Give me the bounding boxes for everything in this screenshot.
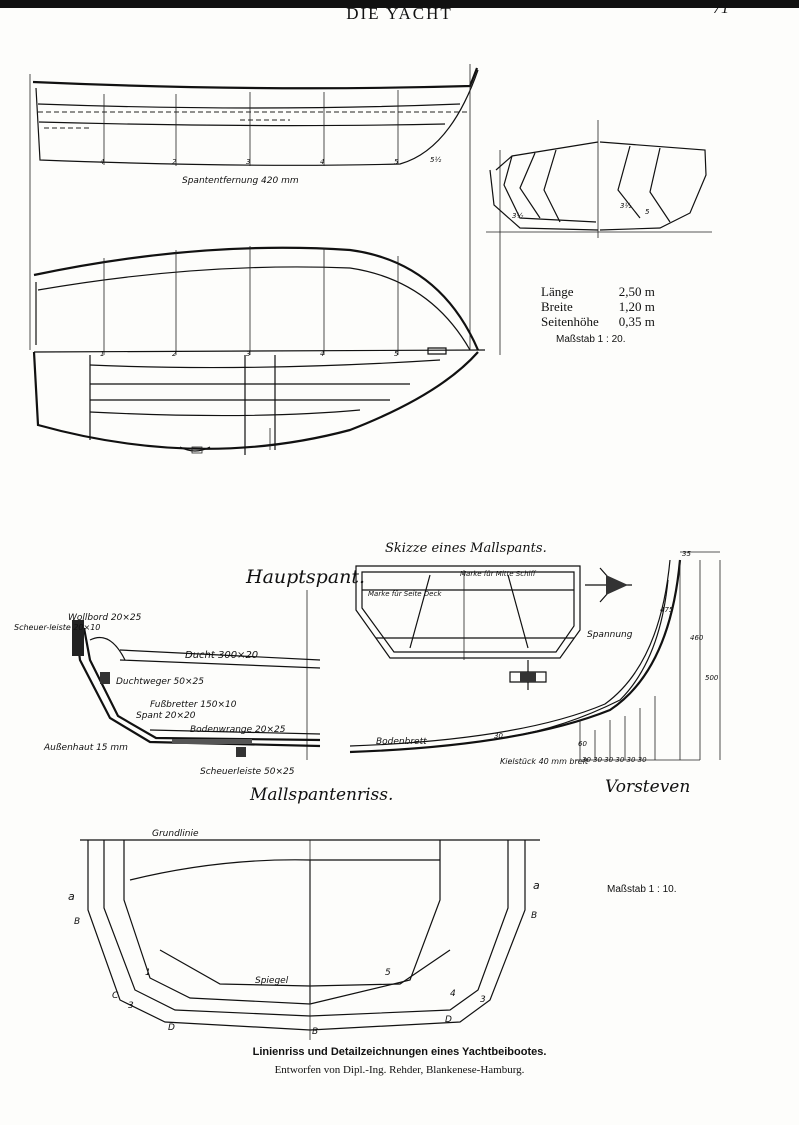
spec-row: Seitenhöhe 0,35 m bbox=[541, 314, 661, 329]
page-number: 71 bbox=[713, 0, 729, 17]
dim-label: 475 bbox=[660, 606, 674, 614]
vorsteven-detail: 35 475 460 500 30 60 30 30 30 30 30 30 S… bbox=[349, 550, 721, 797]
dim-label: 60 bbox=[578, 740, 587, 748]
frame-spacing-label: Spantentfernung 420 mm bbox=[182, 176, 299, 186]
duchtweger-label: Duchtweger 50×25 bbox=[116, 677, 204, 687]
specs-table: Länge 2,50 m Breite 1,20 m Seitenhöhe 0,… bbox=[541, 284, 661, 329]
mark-b: B bbox=[531, 911, 537, 921]
mark-a: a bbox=[68, 890, 75, 903]
mark-d: D bbox=[168, 1023, 175, 1033]
dim-label: 35 bbox=[682, 550, 691, 558]
spec-label: Seitenhöhe bbox=[541, 314, 599, 329]
station-label: 5½ bbox=[430, 156, 441, 164]
spiegel-label: Spiegel bbox=[255, 976, 289, 986]
mark-4: 4 bbox=[450, 989, 456, 999]
bodenwrange-label: Bodenwrange 20×25 bbox=[190, 725, 286, 735]
spec-value: 0,35 m bbox=[618, 314, 655, 329]
mark-1: 1 bbox=[145, 968, 151, 978]
station-label: 5 bbox=[394, 158, 399, 166]
figure-credit: Entworfen von Dipl.-Ing. Rehder, Blanken… bbox=[274, 1064, 525, 1076]
spannung-label: Spannung bbox=[587, 630, 633, 640]
ducht-label: Ducht 300×20 bbox=[185, 650, 258, 661]
mallspant-sketch: Skizze eines Mallspants. Marke für Mitte… bbox=[355, 541, 632, 690]
scale-bottom: Maßstab 1 : 10. bbox=[607, 884, 677, 895]
station-label: 4 bbox=[100, 158, 104, 166]
stem-section bbox=[606, 575, 628, 595]
station-label: 2 bbox=[172, 350, 177, 358]
figure-caption: Linienriss und Detailzeichnungen eines Y… bbox=[252, 1046, 547, 1058]
spec-label: Länge bbox=[541, 284, 574, 299]
duchtweger-block bbox=[100, 672, 110, 684]
grundlinie-label: Grundlinie bbox=[152, 829, 199, 839]
station-label: 1 bbox=[100, 350, 104, 358]
station-label: 2 bbox=[172, 158, 177, 166]
station-label: 5 bbox=[394, 350, 399, 358]
mark-3: 3 bbox=[480, 995, 486, 1005]
spec-row: Länge 2,50 m bbox=[541, 284, 661, 299]
hauptspant-detail: Hauptspant. Wollbord 20×25 Scheuer-leist… bbox=[14, 566, 365, 777]
spec-value: 2,50 m bbox=[618, 284, 655, 299]
spant-label: Spant 20×20 bbox=[136, 711, 196, 721]
section-label: 3½ bbox=[620, 202, 631, 210]
mallspantenriss: Mallspantenriss. Grundlinie Spiegel a a … bbox=[68, 785, 540, 1040]
mark-5: 5 bbox=[385, 968, 391, 978]
scale-top: Maßstab 1 : 20. bbox=[556, 334, 626, 345]
aussenhaut-label: Außenhaut 15 mm bbox=[43, 743, 128, 753]
station-label: 4 bbox=[320, 158, 324, 166]
dim-label: 30 30 30 30 30 30 bbox=[582, 756, 647, 764]
spec-row: Breite 1,20 m bbox=[541, 299, 661, 314]
scheuerleiste-label: Scheuer-leiste 20×10 bbox=[14, 623, 100, 632]
mark-b-center: B bbox=[312, 1027, 318, 1037]
section-label: 3½ bbox=[512, 212, 523, 220]
wollbord-label: Wollbord 20×25 bbox=[68, 613, 142, 623]
bodenbrett-label: Bodenbrett bbox=[376, 737, 427, 747]
mark-a: a bbox=[533, 879, 540, 892]
vorsteven-title: Vorsteven bbox=[605, 777, 690, 797]
scheuerleiste-bottom-label: Scheuerleiste 50×25 bbox=[200, 767, 295, 777]
spec-value: 1,20 m bbox=[618, 299, 655, 314]
keel-section bbox=[520, 672, 536, 682]
mark-3: 3 bbox=[128, 1001, 134, 1011]
mark-c: C bbox=[112, 991, 119, 1001]
marke-schiff-label: Marke für Mitte Schiff bbox=[460, 570, 536, 578]
body-plan: 3½ 3½ 5 bbox=[486, 120, 712, 238]
dim-label: 30 bbox=[494, 732, 503, 740]
section-label: 5 bbox=[645, 208, 650, 216]
bodenwrange-block bbox=[172, 739, 252, 744]
mark-b: B bbox=[74, 917, 80, 927]
spec-label: Breite bbox=[541, 299, 573, 314]
mallspantenriss-title: Mallspantenriss. bbox=[249, 785, 393, 805]
half-breadth-plan: 1 2 3 4 5 bbox=[32, 246, 486, 455]
dim-label: 460 bbox=[690, 634, 704, 642]
scheuerleiste-block bbox=[236, 747, 246, 757]
header-rule bbox=[0, 0, 799, 8]
sheer-plan: 4 2 3 4 5 5½ Spantentfernung 420 mm bbox=[29, 64, 501, 355]
fussbretter-label: Fußbretter 150×10 bbox=[150, 700, 237, 710]
dim-label: 500 bbox=[705, 674, 719, 682]
wollbord-block bbox=[72, 620, 84, 656]
hauptspant-title: Hauptspant. bbox=[245, 566, 365, 588]
kielstueck-label: Kielstück 40 mm breit bbox=[500, 757, 589, 766]
station-label: 4 bbox=[320, 350, 324, 358]
station-label: 3 bbox=[246, 350, 250, 358]
boat-specifications: Länge 2,50 m Breite 1,20 m Seitenhöhe 0,… bbox=[541, 284, 661, 329]
mark-d: D bbox=[445, 1015, 452, 1025]
marke-deck-label: Marke für Seite Deck bbox=[368, 590, 442, 598]
magazine-title: DIE YACHT bbox=[346, 4, 453, 23]
skizze-title: Skizze eines Mallspants. bbox=[385, 541, 547, 556]
station-label: 3 bbox=[246, 158, 250, 166]
